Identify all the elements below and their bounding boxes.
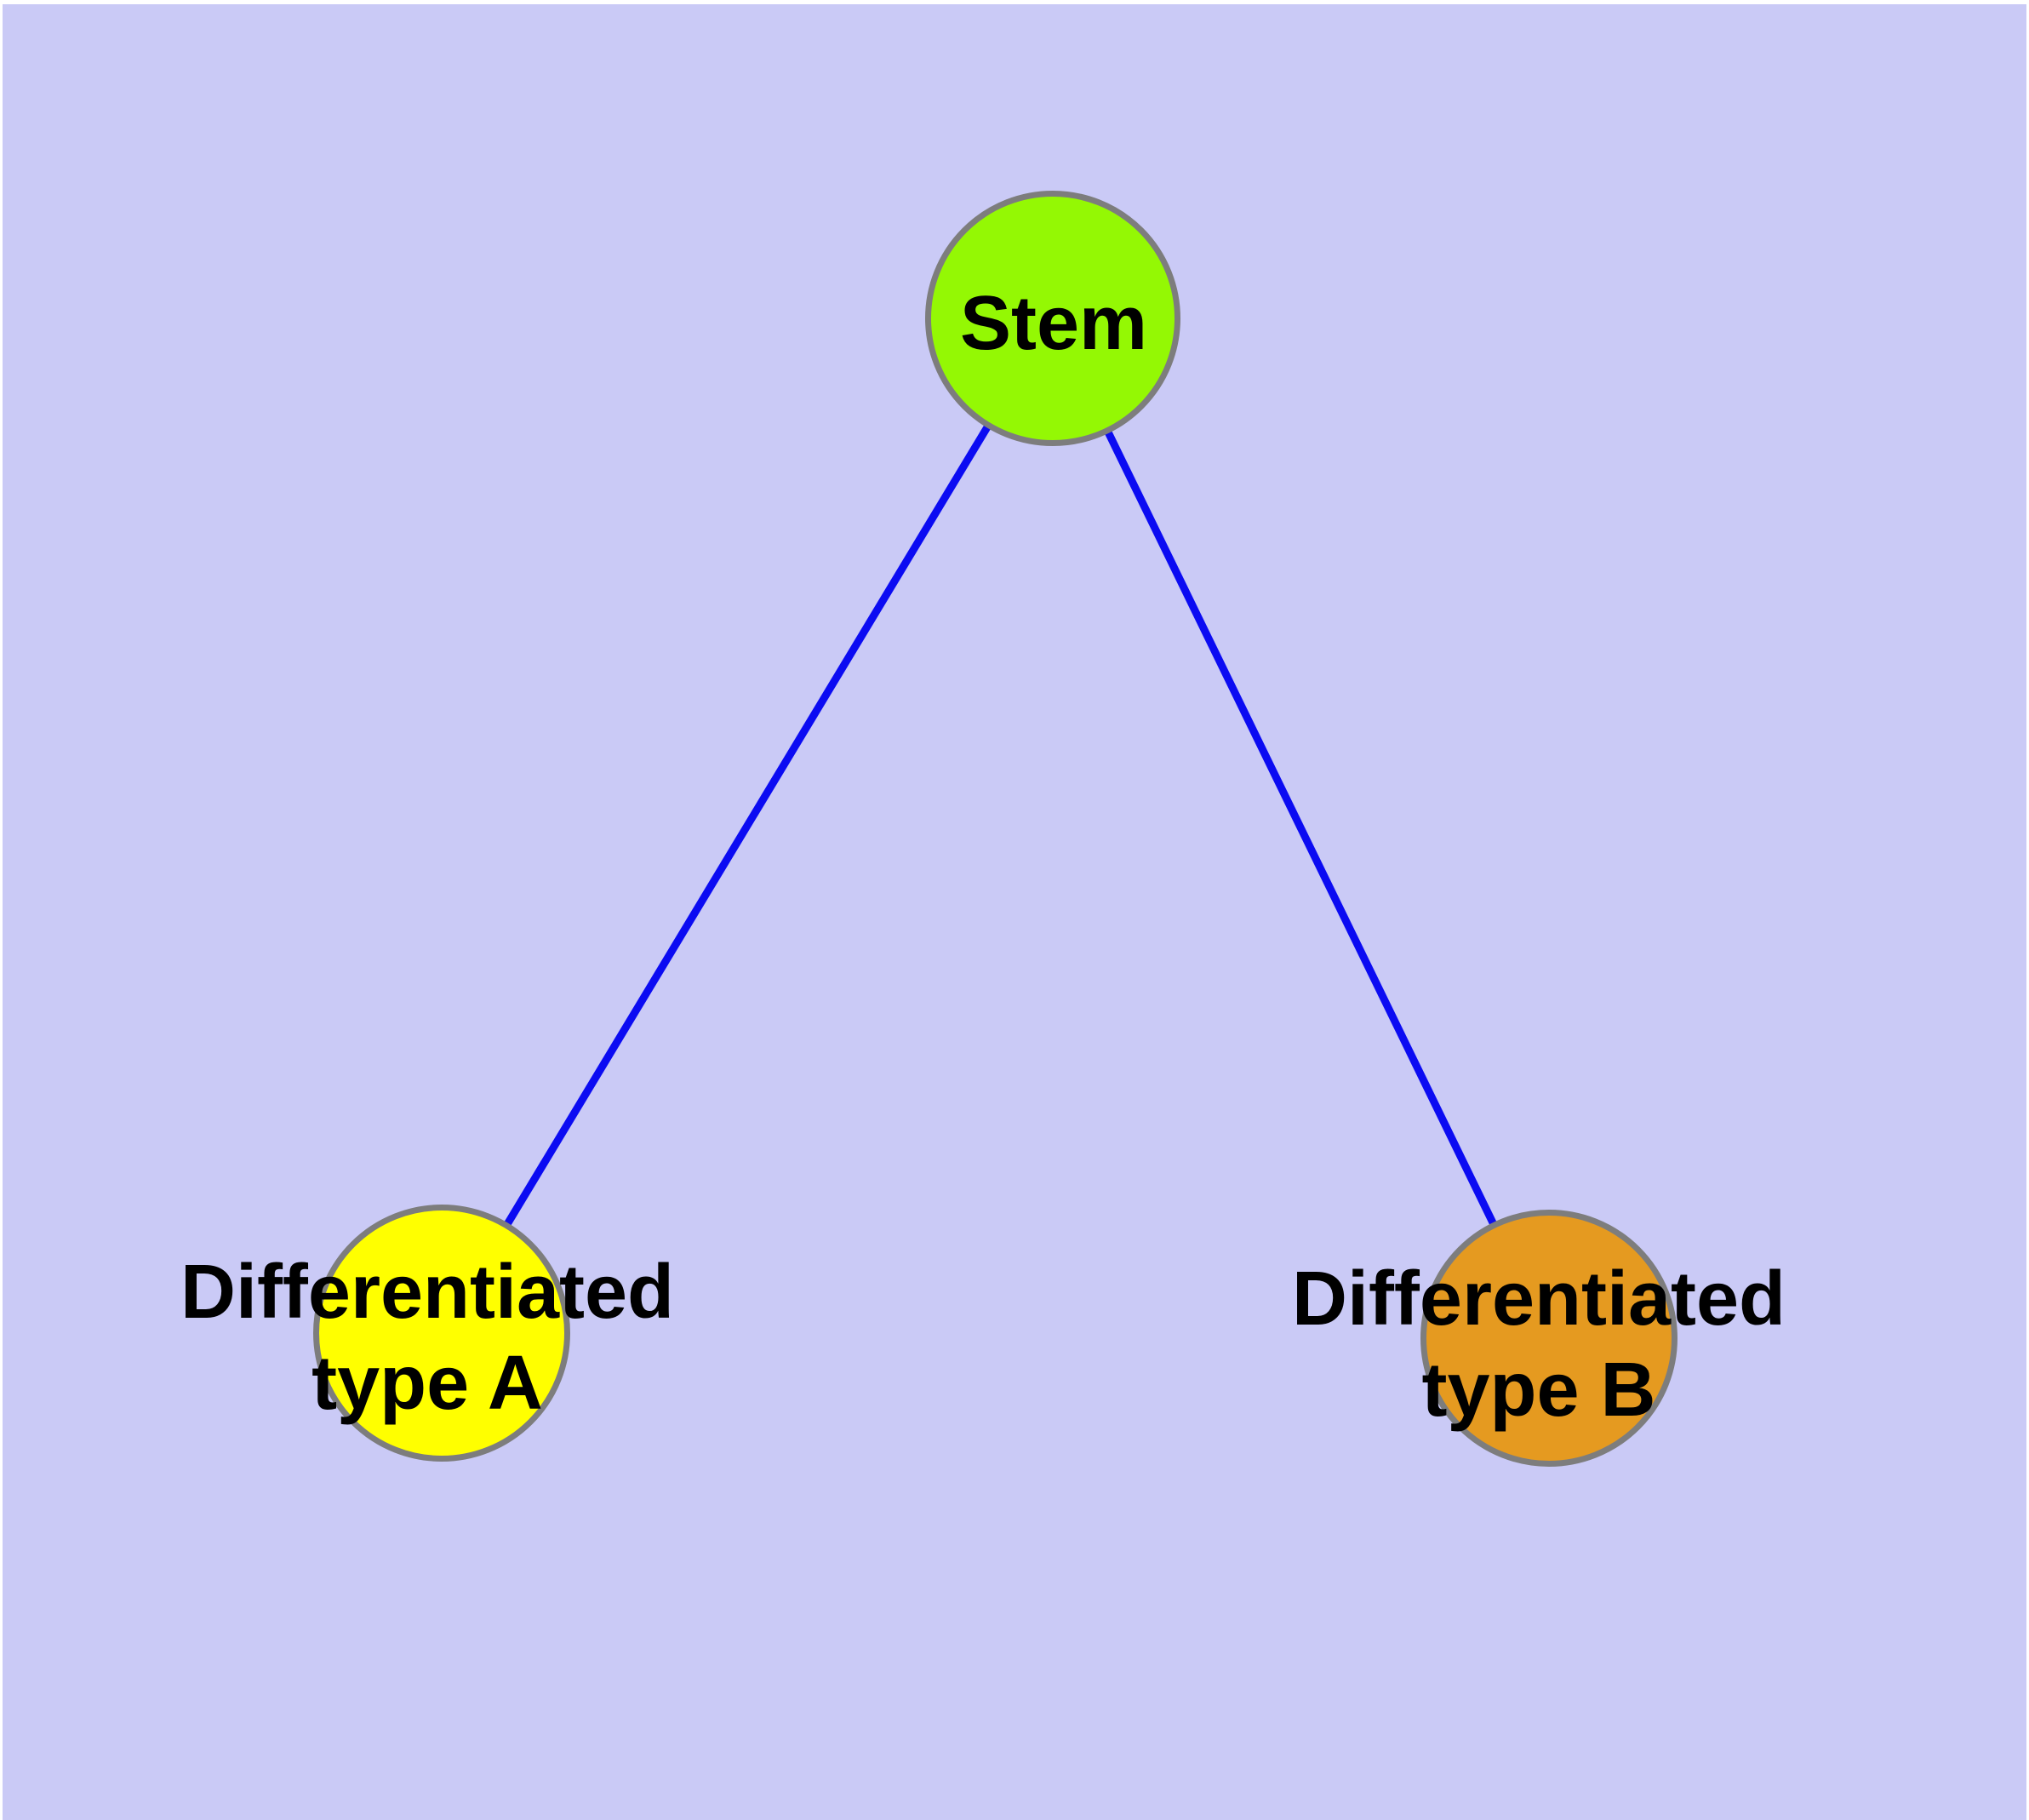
node-stem [925,191,1180,446]
node-label-differentiated-type-a-line-2: type A [311,1341,543,1426]
edges-layer [438,316,1553,1340]
node-label-stem-line-1: Stem [960,281,1147,366]
nodes-layer [313,191,1677,1467]
node-label-differentiated-type-b-line-1: Differentiated [1292,1256,1786,1342]
edge-stem-to-differentiated-type-b [1049,317,1553,1340]
node-differentiated-type-a [313,1205,570,1462]
node-label-differentiated-type-b-line-2: type B [1421,1348,1655,1433]
node-label-differentiated-type-a-line-1: Differentiated [180,1250,674,1335]
edge-stem-to-differentiated-type-a [438,316,1056,1336]
node-differentiated-type-b [1420,1210,1677,1467]
